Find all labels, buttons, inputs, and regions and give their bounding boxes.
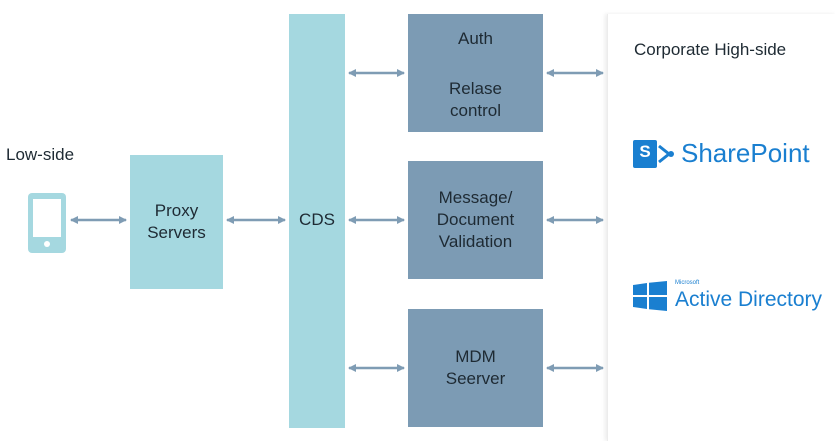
auth-line2: Relase: [449, 79, 502, 98]
low-side-label: Low-side: [6, 145, 75, 164]
high-side-label: Corporate High-side: [634, 40, 787, 59]
active-directory-name: Active Directory: [675, 288, 823, 311]
sharepoint-icon: [633, 140, 674, 168]
cds-box: CDS: [289, 14, 345, 428]
active-directory-logo: Microsoft Active Directory: [633, 278, 828, 314]
mdm-line2: Seerver: [445, 369, 506, 388]
microsoft-label: Microsoft: [675, 280, 700, 286]
proxy-line2: Servers: [147, 223, 206, 242]
validation-box: Message/ Document Validation: [408, 161, 543, 279]
sharepoint-name: SharePoint: [681, 138, 810, 168]
validation-line3: Validation: [438, 232, 513, 251]
high-side-panel: [607, 14, 835, 441]
auth-line1: Auth: [458, 29, 493, 48]
sharepoint-badge: S: [639, 142, 651, 161]
auth-box: Auth Relase control: [408, 14, 543, 132]
auth-line3: control: [449, 101, 502, 120]
mdm-line1: MDM: [455, 347, 496, 366]
windows-icon: [633, 281, 667, 311]
proxy-servers-box: Proxy Servers: [130, 155, 223, 289]
validation-line1: Message/: [438, 188, 513, 207]
sharepoint-logo: S SharePoint: [633, 137, 828, 171]
mobile-device-icon: [27, 192, 67, 254]
mdm-box: MDM Seerver: [408, 309, 543, 427]
cds-label: CDS: [299, 210, 335, 229]
proxy-line1: Proxy: [154, 201, 199, 220]
validation-line2: Document: [436, 210, 515, 229]
